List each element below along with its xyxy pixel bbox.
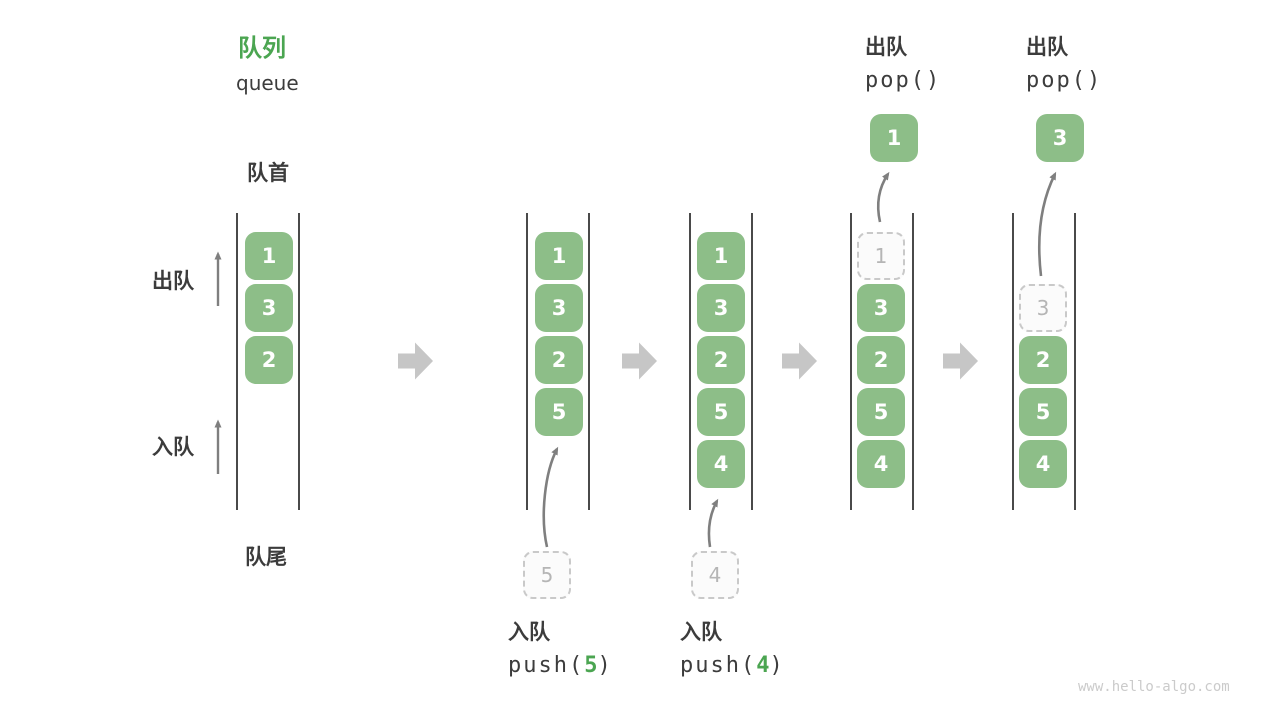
state-transition-arrow-icon: [622, 342, 657, 380]
queue-walls-state-3: [689, 213, 753, 510]
watermark-url: www.hello-algo.com: [1078, 679, 1230, 695]
pop-op-label-zh: 出队: [865, 35, 907, 59]
queue-walls-state-5: [1012, 213, 1076, 510]
queue-cell: 1: [697, 232, 745, 280]
dequeue-side-label: 出队: [152, 269, 194, 293]
queue-front-label: 队首: [247, 161, 289, 185]
queue-cell: 5: [697, 388, 745, 436]
push-op-code: push(4): [680, 653, 785, 678]
push-fn-text: push(: [508, 653, 585, 678]
enqueue-side-label: 入队: [152, 435, 194, 459]
queue-cell: 2: [535, 336, 583, 384]
queue-cell: 2: [857, 336, 905, 384]
push-arg-value: 4: [756, 653, 770, 678]
push-fn-text: push(: [680, 653, 757, 678]
queue-cell: 1: [535, 232, 583, 280]
queue-cell: 3: [697, 284, 745, 332]
push-close-paren: ): [597, 653, 613, 678]
queue-cell: 5: [1019, 388, 1067, 436]
push-close-paren: ): [769, 653, 785, 678]
queue-cell: 3: [245, 284, 293, 332]
staged-push-cell: 4: [691, 551, 739, 599]
queue-cell: 2: [1019, 336, 1067, 384]
removed-cell: 3: [1019, 284, 1067, 332]
queue-cell: 2: [697, 336, 745, 384]
popped-cell: 1: [870, 114, 918, 162]
removed-cell: 1: [857, 232, 905, 280]
pop-op-code: pop(): [1026, 68, 1103, 93]
queue-cell: 4: [697, 440, 745, 488]
queue-rear-label: 队尾: [245, 545, 287, 569]
state-transition-arrow-icon: [782, 342, 817, 380]
state-transition-arrow-icon: [943, 342, 978, 380]
popped-cell: 3: [1036, 114, 1084, 162]
queue-cell: 4: [1019, 440, 1067, 488]
push-op-label-zh: 入队: [680, 620, 722, 644]
queue-walls-state-4: [850, 213, 914, 510]
pop-op-label-zh: 出队: [1026, 35, 1068, 59]
diagram-title-en: queue: [236, 71, 299, 95]
pop-op-code: pop(): [865, 68, 942, 93]
diagram-title-zh: 队列: [238, 34, 286, 62]
queue-cell: 4: [857, 440, 905, 488]
push-op-code: push(5): [508, 653, 613, 678]
queue-walls-state-2: [526, 213, 590, 510]
queue-cell: 1: [245, 232, 293, 280]
queue-cell: 3: [857, 284, 905, 332]
state-transition-arrow-icon: [398, 342, 433, 380]
queue-cell: 2: [245, 336, 293, 384]
push-arg-value: 5: [584, 653, 598, 678]
queue-cell: 3: [535, 284, 583, 332]
push-op-label-zh: 入队: [508, 620, 550, 644]
queue-walls-state-1: [236, 213, 300, 510]
staged-push-cell: 5: [523, 551, 571, 599]
queue-cell: 5: [535, 388, 583, 436]
queue-cell: 5: [857, 388, 905, 436]
